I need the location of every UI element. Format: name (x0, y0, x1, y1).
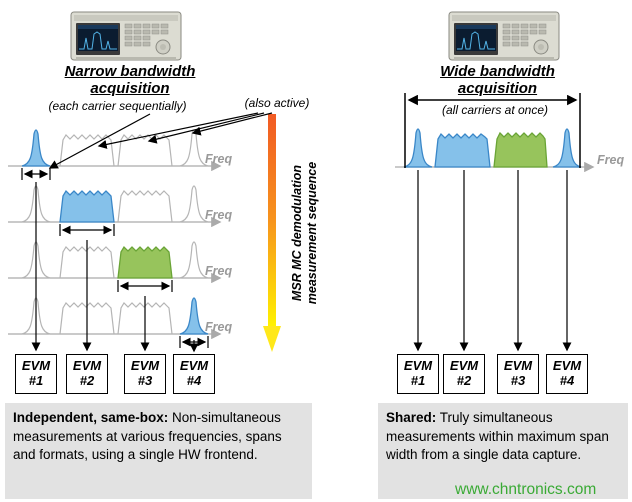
freq-axis-label: Freq (205, 152, 233, 166)
evm-number: #3 (510, 373, 526, 388)
left-title-line2: acquisition (90, 79, 170, 97)
left-subtitle: (each carrier sequentially) (48, 99, 187, 113)
evm-box-right-3: EVM #3 (497, 354, 539, 394)
sequence-arrow (263, 114, 281, 352)
watermark-link[interactable]: www.chntronics.com (455, 481, 597, 498)
evm-number: #2 (456, 373, 472, 388)
evm-number: #3 (137, 373, 153, 388)
evm-number: #4 (559, 373, 575, 388)
left-caption-lead: Independent, same-box: (13, 410, 169, 425)
evm-box-left-3: EVM #3 (124, 354, 166, 394)
right-caption: Shared: Truly simultaneous measurements … (378, 403, 628, 499)
sequence-label: MSR MC demodulation measurement sequence (288, 114, 322, 352)
right-caption-lead: Shared: (386, 410, 437, 425)
freq-axis-label: Freq (205, 208, 233, 222)
evm-label: EVM (552, 358, 582, 374)
left-title-line1: Narrow bandwidth (64, 63, 196, 80)
right-caption-body: Truly simultaneous measurements within m… (386, 410, 609, 463)
freq-axis-label: Freq (205, 264, 233, 278)
left-caption-body: Non-simultaneous measurements at various… (13, 410, 282, 463)
right-title-line1: Wide bandwidth (440, 63, 555, 80)
evm-label: EVM (503, 358, 533, 374)
evm-label: EVM (21, 358, 51, 374)
evm-label: EVM (179, 358, 209, 374)
freq-axis-label: Freq (205, 320, 233, 334)
evm-number: #1 (28, 373, 44, 388)
evm-box-right-2: EVM #2 (443, 354, 485, 394)
spectrum-analyzer-image-right (448, 11, 560, 61)
spectrum-wide (395, 128, 595, 173)
evm-label: EVM (130, 358, 160, 374)
evm-box-left-1: EVM #1 (15, 354, 57, 394)
evm-box-right-4: EVM #4 (546, 354, 588, 394)
also-active-label: (also active) (244, 96, 310, 110)
evm-number: #4 (186, 373, 202, 388)
evm-label: EVM (72, 358, 102, 374)
freq-axis-label: Freq (597, 153, 625, 167)
sequence-label-line2: measurement sequence (305, 161, 319, 305)
evm-label: EVM (403, 358, 433, 374)
right-title-line2: acquisition (457, 79, 538, 97)
sequence-label-line1: MSR MC demodulation (290, 164, 304, 302)
spectrum-row-2 (8, 185, 222, 236)
evm-number: #1 (410, 373, 426, 388)
spectrum-analyzer-image-left (70, 11, 182, 61)
evm-box-left-4: EVM #4 (173, 354, 215, 394)
evm-box-right-1: EVM #1 (397, 354, 439, 394)
right-title: Wide bandwidth acquisition (400, 63, 595, 98)
left-caption: Independent, same-box: Non-simultaneous … (5, 403, 312, 499)
evm-number: #2 (79, 373, 95, 388)
spectrum-row-3 (8, 241, 222, 292)
evm-box-left-2: EVM #2 (66, 354, 108, 394)
left-title: Narrow bandwidth acquisition (30, 63, 230, 98)
right-subtitle: (all carriers at once) (441, 103, 549, 117)
evm-label: EVM (449, 358, 479, 374)
